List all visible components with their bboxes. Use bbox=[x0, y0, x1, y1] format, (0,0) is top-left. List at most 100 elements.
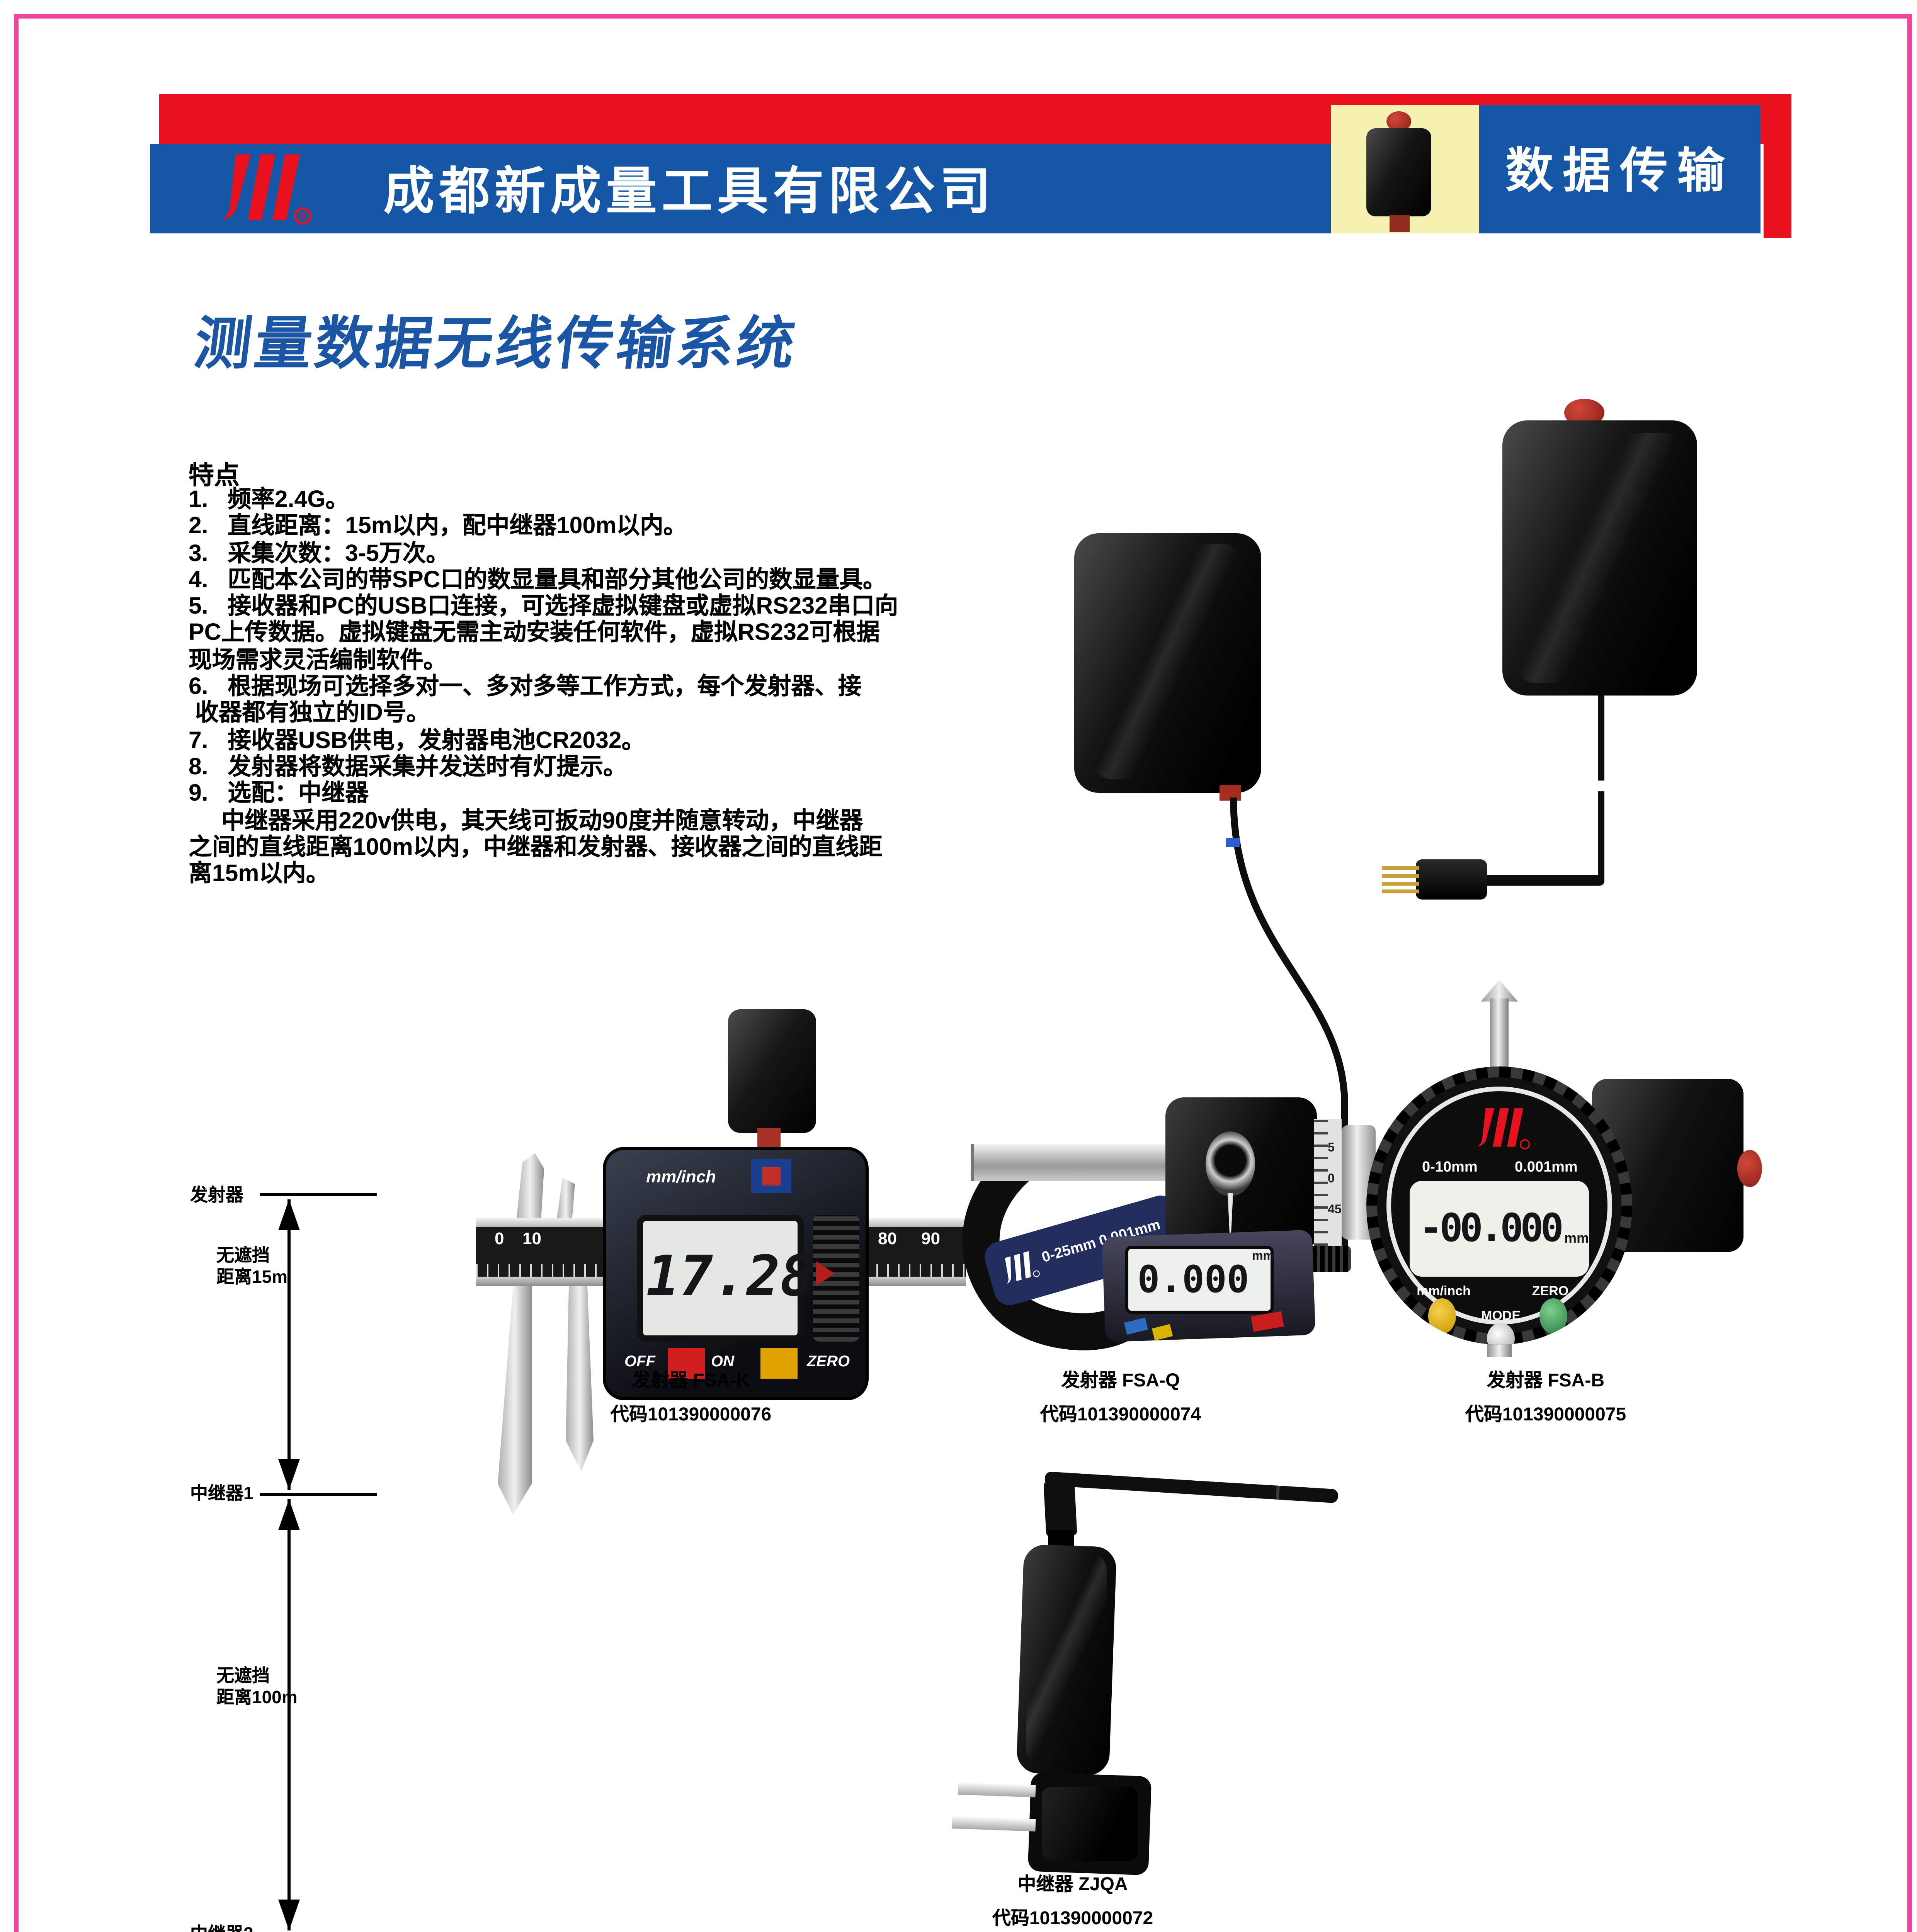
indicator-spindle bbox=[1490, 998, 1509, 1079]
feature-line: 中继器采用220v供电，其天线可扳动90度并随意转动，中继器 bbox=[189, 808, 863, 834]
transmitter-gloss bbox=[1090, 544, 1244, 779]
page-title: 测量数据无线传输系统 bbox=[191, 312, 801, 376]
spc-cable bbox=[1230, 797, 1348, 1258]
product-name: 发射器 FSA-B bbox=[1487, 1369, 1604, 1391]
page-border-left bbox=[14, 14, 19, 1932]
scale-number: 80 bbox=[878, 1230, 897, 1249]
product-name: 发射器 FSA-Q bbox=[1061, 1369, 1180, 1391]
diagram-node-repeater1: 中继器1 bbox=[190, 1485, 253, 1504]
caliper-lcd bbox=[637, 1215, 804, 1342]
distance-line1: 无遮挡 bbox=[216, 1668, 270, 1686]
company-logo-icon bbox=[1477, 1108, 1530, 1150]
product-code: 代码101390000074 bbox=[1040, 1403, 1201, 1425]
company-logo-icon bbox=[1005, 1251, 1040, 1284]
distance-label: 无遮挡 距离100m bbox=[216, 1666, 325, 1709]
indicator-lcd-unit: mm bbox=[1564, 1230, 1589, 1246]
arrow-up-icon bbox=[278, 1199, 300, 1230]
indicator-resolution-label: 0.001mm bbox=[1515, 1159, 1578, 1176]
feature-line: 4. 匹配本公司的带SPC口的数显量具和部分其他公司的数显量具。 bbox=[189, 567, 886, 594]
feature-line: 1. 频率2.4G。 bbox=[189, 487, 349, 513]
indicator-lcd-value: -00.000 bbox=[1419, 1206, 1563, 1250]
repeater-antenna-arm bbox=[1044, 1471, 1339, 1503]
digital-caliper: 0 10 80 90 mm/inch 17.28 OFF ON ZERO bbox=[464, 1002, 981, 1527]
feature-line: 6. 根据现场可选择多对一、多对多等工作方式，每个发射器、接 bbox=[189, 674, 862, 701]
zero-button bbox=[1539, 1298, 1567, 1334]
mm-inch-button bbox=[1428, 1298, 1456, 1334]
category-box bbox=[1479, 105, 1761, 233]
caliper-lower-jaws bbox=[498, 1286, 594, 1515]
distance-label: 无遮挡 距离15m bbox=[216, 1246, 325, 1289]
spc-cable bbox=[1598, 696, 1604, 781]
features-list: 1. 频率2.4G。2. 直线距离：15m以内，配中继器100m以内。3. 采集… bbox=[189, 487, 961, 888]
feature-line: 离15m以内。 bbox=[189, 861, 330, 888]
transmitter-icon bbox=[1366, 128, 1431, 216]
feature-line: 7. 接收器USB供电，发射器电池CR2032。 bbox=[189, 727, 645, 754]
plug-prong bbox=[958, 1782, 1036, 1798]
zero-label: ZERO bbox=[807, 1354, 850, 1371]
mm-inch-label: mm/inch bbox=[1417, 1283, 1471, 1298]
scale-number: 0 bbox=[495, 1230, 504, 1249]
distance-line2: 距离100m bbox=[216, 1689, 298, 1708]
company-logo-icon: R bbox=[222, 154, 311, 225]
wheel-arrow-icon bbox=[816, 1261, 835, 1286]
distance-line2: 距离15m bbox=[216, 1269, 288, 1287]
feature-line: 现场需求灵活编制软件。 bbox=[189, 647, 447, 674]
digital-micrometer: 0-25mm 0.001mm 5 0 45 0.000 mm bbox=[962, 1082, 1376, 1352]
arrow-up-icon bbox=[278, 1499, 300, 1530]
spc-connector bbox=[1416, 859, 1487, 900]
feature-line: 2. 直线距离：15m以内，配中继器100m以内。 bbox=[189, 514, 687, 540]
mm-inch-button-inner bbox=[762, 1167, 781, 1185]
product-label: 中继器 ZJQA 代码101390000072 bbox=[903, 1867, 1243, 1932]
product-label: 发射器 FSA-Q 代码101390000074 bbox=[951, 1363, 1291, 1431]
category-title: 数据传输 bbox=[1505, 144, 1734, 198]
transmitter-connector-icon bbox=[1390, 215, 1410, 232]
micrometer-lcd bbox=[1125, 1246, 1274, 1314]
diagram-arrow-line bbox=[287, 1199, 290, 1490]
feature-line: 3. 采集次数：3-5万次。 bbox=[189, 540, 450, 567]
diagram-tick bbox=[260, 1193, 377, 1196]
product-name: 发射器 FSA-K bbox=[632, 1369, 750, 1391]
product-code: 代码101390000072 bbox=[992, 1907, 1153, 1929]
cable-band bbox=[1226, 838, 1240, 847]
transmitter-device bbox=[1502, 420, 1697, 696]
scale-number: 90 bbox=[921, 1230, 940, 1249]
on-label: ON bbox=[711, 1354, 734, 1371]
arrow-down-icon bbox=[278, 1900, 300, 1930]
caliper-lcd-value: 17.28 bbox=[646, 1246, 814, 1309]
micrometer-spindle bbox=[974, 1144, 1172, 1181]
header-red-strip bbox=[1764, 94, 1791, 238]
distance-line1: 无遮挡 bbox=[216, 1247, 270, 1266]
indicator-range-label: 0-10mm bbox=[1422, 1159, 1478, 1176]
svg-text:R: R bbox=[299, 211, 306, 223]
diagram-tick bbox=[260, 1493, 377, 1496]
thimble-number: 45 bbox=[1328, 1202, 1342, 1216]
micrometer-label-plate: 0-25mm 0.001mm bbox=[981, 1192, 1189, 1309]
off-label: OFF bbox=[624, 1354, 655, 1371]
zero-button bbox=[760, 1348, 798, 1379]
transmitter-knob-icon bbox=[1737, 1150, 1762, 1187]
scale-number: 10 bbox=[522, 1230, 541, 1249]
indicator-lcd: -00.000 mm bbox=[1410, 1181, 1589, 1277]
zero-label: ZERO bbox=[1532, 1283, 1569, 1298]
micrometer-sleeve-ticks bbox=[1314, 1119, 1328, 1246]
transmitter-device bbox=[728, 1009, 816, 1133]
arrow-down-icon bbox=[278, 1459, 300, 1490]
digital-indicator: 0-10mm 0.001mm -00.000 mm mm/inch ZERO M… bbox=[1366, 1066, 1632, 1345]
thimble-number: 5 bbox=[1328, 1141, 1335, 1155]
mode-button bbox=[1487, 1323, 1515, 1345]
feature-line: 收器都有独立的ID号。 bbox=[189, 701, 430, 727]
product-code: 代码101390000075 bbox=[1465, 1403, 1626, 1425]
transmitter-device bbox=[1074, 533, 1261, 793]
transmitter-gloss bbox=[1515, 433, 1685, 683]
thimble-number: 0 bbox=[1328, 1172, 1335, 1185]
features-heading: 特点 bbox=[189, 462, 240, 490]
diagram-node-repeater2: 中继器2 bbox=[190, 1921, 298, 1932]
product-label: 发射器 FSA-K 代码101390000076 bbox=[521, 1363, 861, 1431]
plug-prong bbox=[952, 1816, 1036, 1832]
micrometer-lcd-value: 0.000 bbox=[1137, 1258, 1249, 1301]
repeater-gloss bbox=[1026, 1552, 1107, 1768]
page-border-top bbox=[14, 14, 1912, 19]
feature-line: PC上传数据。虚拟键盘无需主动安装任何软件，虚拟RS232可根据 bbox=[189, 620, 880, 647]
repeater-panel bbox=[1042, 1787, 1138, 1861]
company-name: 成都新成量工具有限公司 bbox=[383, 162, 995, 219]
